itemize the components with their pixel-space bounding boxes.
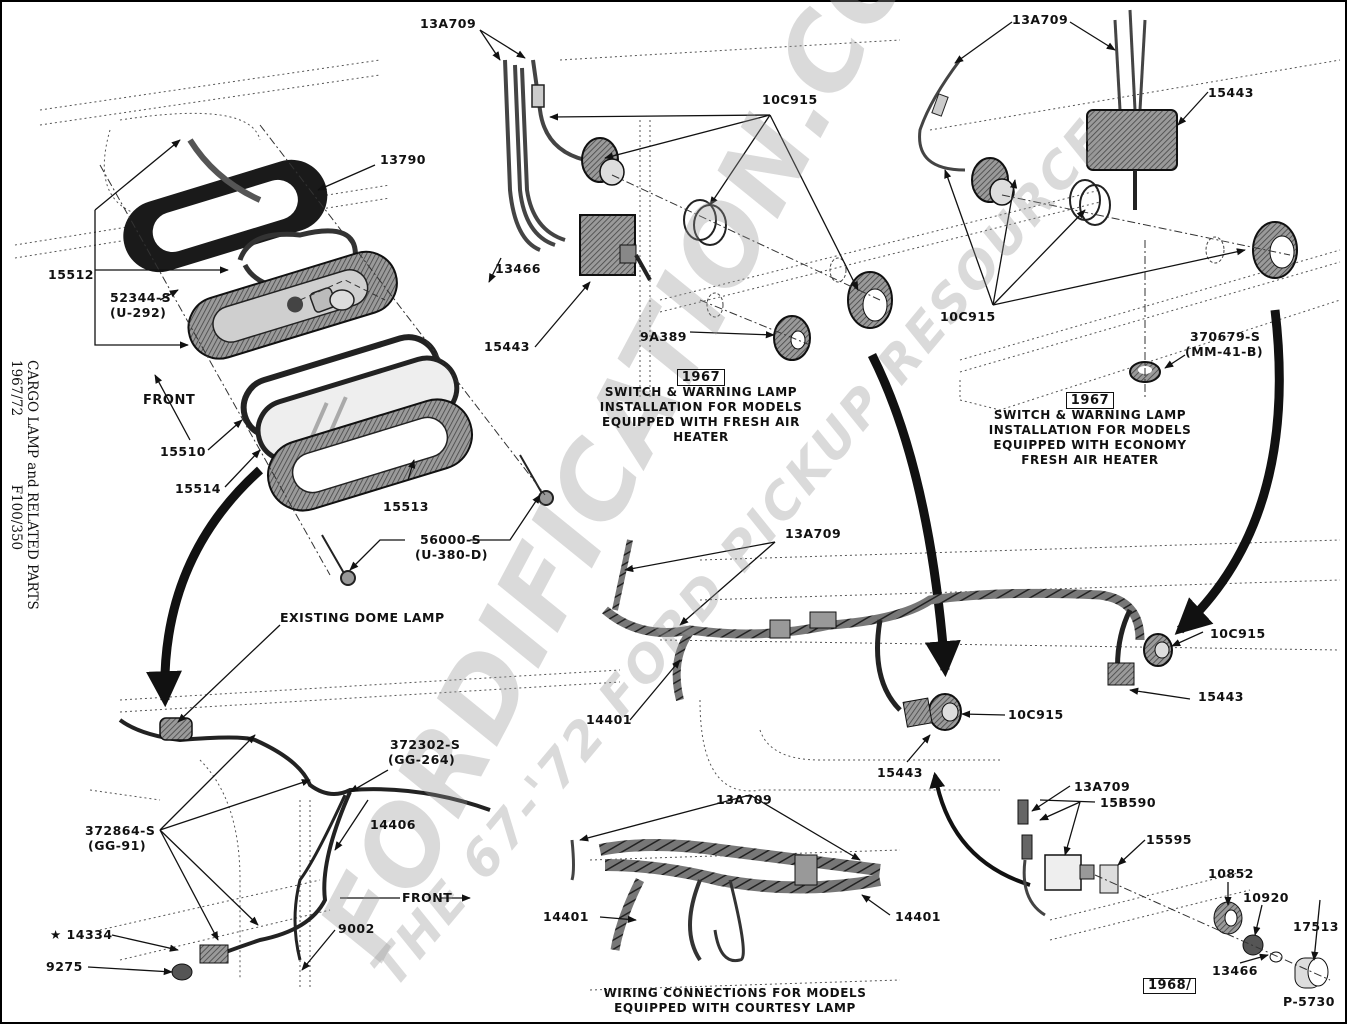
part-label-10c915: 10C915 [1210,626,1266,641]
warning-lamp-10c915 [581,137,625,186]
gasket-13790 [123,159,328,273]
part-code-u-292: (U-292) [110,305,167,320]
fresh-air-switch-assembly [503,59,893,361]
part-label-15512: 15512 [48,267,94,282]
part-label-14401: 14401 [586,712,632,727]
bulb-13466 [309,287,355,313]
year-box-1967: 1967 [676,369,726,386]
arrow-1968-to-harness [929,771,1031,887]
part-label-15513: 15513 [383,499,429,514]
part-label-10c915: 10C915 [940,309,996,324]
part-label-14334: ★ 14334 [50,927,113,942]
part-label-15443: 15443 [1208,85,1254,100]
cargo-lamp-assembly [99,124,554,586]
part-label-13a709: 13A709 [420,16,477,31]
dome-lamp-wiring [118,717,491,981]
spring-clip [1069,179,1111,226]
caption-line: WIRING CONNECTIONS FOR MODELS [603,986,867,1000]
front-label-cargo: FRONT [143,393,196,408]
part-label-13466: 13466 [495,261,541,276]
part-label-15510: 15510 [160,444,206,459]
part-label-370679-s: 370679-S [1190,329,1261,344]
arrow-lamp-to-dome [145,466,264,708]
part-label-10852: 10852 [1208,866,1254,881]
part-label-15443: 15443 [1198,689,1244,704]
switch-15443 [1086,109,1178,210]
bezel-ring [1252,221,1298,279]
part-label-17513: 17513 [1293,919,1339,934]
part-label-14406: 14406 [370,817,416,832]
caption-line: EQUIPPED WITH FRESH AIR [602,415,800,429]
part-label-15514: 15514 [175,481,221,496]
part-label-13a709: 13A709 [1012,12,1069,27]
part-label-13790: 13790 [380,152,426,167]
warning-lamp-10c915 [928,693,962,731]
courtesy-caption: WIRING CONNECTIONS FOR MODELS EQUIPPED W… [590,986,880,1016]
part-label-9a389: 9A389 [640,329,687,344]
side-title: CARGO LAMP and RELATED PARTS 1967/72 F10… [8,360,56,690]
part-label-10c915: 10C915 [762,92,818,107]
part-code-mm-41-b: (MM-41-B) [1185,344,1264,359]
part-label-13a709: 13A709 [716,792,773,807]
part-label-9275: 9275 [46,959,83,974]
spring-clip [683,199,727,246]
economy-switch-assembly [918,9,1298,400]
figure-number: P-5730 [1283,994,1335,1009]
bezel-15513 [267,398,473,512]
part-label-15b590: 15B590 [1100,795,1157,810]
part-label-10c915: 10C915 [1008,707,1064,722]
side-title-years: 1967/72 [8,360,24,417]
big-curved-arrows [145,309,1284,887]
bezel-ring [847,271,893,329]
part-label-13a709: 13A709 [785,526,842,541]
year-box-1968: 1968/ [1143,978,1197,994]
part-label-15443: 15443 [484,339,530,354]
part-label-372302-s: 372302-S [390,737,461,752]
front-label-dome: FRONT [402,890,453,905]
part-label-14401: 14401 [543,909,589,924]
caption-line: EQUIPPED WITH ECONOMY [993,438,1187,452]
caption-line: HEATER [673,430,729,444]
courtesy-harness [570,839,882,963]
caption-line: INSTALLATION FOR MODELS [599,400,803,414]
caption-line: INSTALLATION FOR MODELS [988,423,1192,437]
front-arrow-cargo [154,374,191,441]
arrow-freshair-to-harness [867,352,961,678]
caption-line: EQUIPPED WITH COURTESY LAMP [614,1001,856,1015]
part-code-u-380-d: (U-380-D) [415,547,488,562]
part-label-13a709: 13A709 [1074,779,1131,794]
caption-line: SWITCH & WARNING LAMP [604,385,798,399]
fresh-air-caption: 1967 SWITCH & WARNING LAMP INSTALLATION … [596,369,806,445]
part-label-15443: 15443 [877,765,923,780]
part-label-372864-s: 372864-S [85,823,156,838]
switch-15443 [579,214,652,281]
caption-line: SWITCH & WARNING LAMP [993,408,1187,422]
part-label-10920: 10920 [1243,890,1289,905]
part-label-13466: 13466 [1212,963,1258,978]
side-title-models: F100/350 [8,484,24,551]
existing-dome-lamp-label: EXISTING DOME LAMP [280,610,445,625]
part-label-56000-s: 56000-S [420,532,482,547]
caption-line: FRESH AIR HEATER [1021,453,1159,467]
part-label-14401: 14401 [895,909,941,924]
part-label-15595: 15595 [1146,832,1192,847]
background-dotted-lines [14,39,1341,991]
part-code-gg-91: (GG-91) [88,838,147,853]
part-code-gg-264: (GG-264) [388,752,456,767]
arrow-economy-to-harness [1174,309,1284,635]
warning-lamp-10c915 [1143,633,1173,667]
harness-14401 [602,539,1173,731]
screw-56000-s [321,454,554,586]
warning-lamp-10c915 [971,157,1015,206]
side-title-line1: CARGO LAMP and RELATED PARTS [24,360,40,610]
leader-lines [87,21,1321,976]
year-box-1967: 1967 [1065,392,1115,409]
wires-13a709 [503,59,586,252]
part-label-9002: 9002 [338,921,375,936]
part-label-52344-s: 52344-S [110,290,172,305]
economy-caption: 1967 SWITCH & WARNING LAMP INSTALLATION … [985,392,1195,468]
